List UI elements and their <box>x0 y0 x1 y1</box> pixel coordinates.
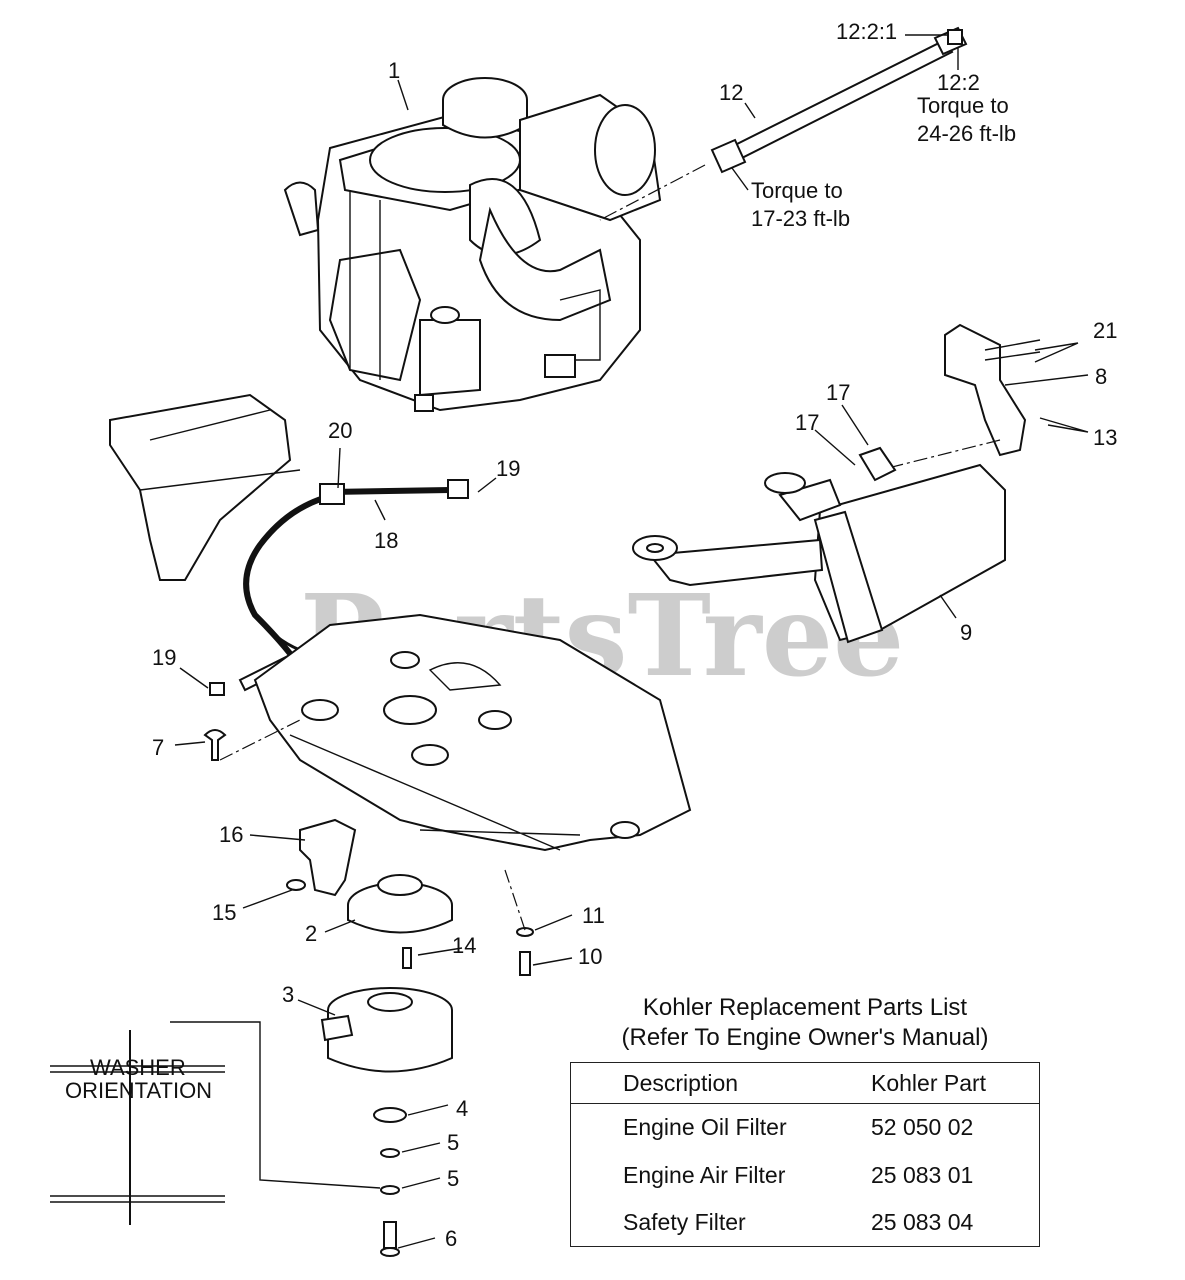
callout-1: 1 <box>388 58 400 83</box>
bracket-16-drawing <box>286 818 357 897</box>
callout-12-2: 12:2 <box>937 70 980 95</box>
engine-mount-plate-drawing <box>253 613 692 852</box>
callout-21: 21 <box>1093 318 1117 343</box>
torque-note-top-line1: Torque to <box>917 93 1009 118</box>
muffler-bracket-drawing <box>879 323 1041 471</box>
callout-5-upper: 5 <box>447 1130 459 1155</box>
hardware-drawing <box>373 869 534 1257</box>
table-row: Safety Filter 25 083 04 <box>571 1199 1040 1247</box>
callout-7: 7 <box>152 735 164 760</box>
callout-17-lower: 17 <box>795 410 819 435</box>
washer-orientation-line1: WASHER <box>90 1055 186 1080</box>
callout-labels: 1 12 12:2:1 12:2 Torque to 24-26 ft-lb T… <box>65 19 1117 1251</box>
drive-shaft-drawing <box>599 26 968 221</box>
callout-19-lower: 19 <box>152 645 176 670</box>
row-part-number: 25 083 01 <box>871 1161 974 1188</box>
torque-note-top-line2: 24-26 ft-lb <box>917 121 1016 146</box>
torque-note-mid-line1: Torque to <box>751 178 843 203</box>
callout-12-2-1: 12:2:1 <box>836 19 897 44</box>
muffler-drawing <box>632 446 1006 644</box>
kohler-list-subtitle: (Refer To Engine Owner's Manual) <box>621 1024 989 1051</box>
callout-8: 8 <box>1095 364 1107 389</box>
row-part-number: 25 083 04 <box>871 1208 974 1235</box>
callout-19-upper: 19 <box>496 456 520 481</box>
engine-drawing <box>283 77 662 412</box>
callout-11: 11 <box>582 903 605 928</box>
torque-note-mid-line2: 17-23 ft-lb <box>751 206 850 231</box>
callout-12: 12 <box>719 80 743 105</box>
callout-5-lower: 5 <box>447 1166 459 1191</box>
row-description: Safety Filter <box>623 1208 746 1235</box>
kohler-parts-table: Description Kohler Part Engine Oil Filte… <box>570 1062 1040 1247</box>
leader-lines <box>174 34 1089 1249</box>
callout-16: 16 <box>219 822 243 847</box>
column-header-description: Description <box>570 1062 871 1105</box>
callout-4: 4 <box>456 1096 468 1121</box>
washer-orientation-line2: ORIENTATION <box>65 1078 212 1103</box>
callout-13: 13 <box>1093 425 1117 450</box>
callout-18: 18 <box>374 528 398 553</box>
callout-3: 3 <box>282 982 294 1007</box>
bolt-7-drawing <box>203 719 301 761</box>
table-header-row: Description Kohler Part <box>570 1062 1040 1105</box>
row-part-number: 52 050 02 <box>871 1114 974 1141</box>
callout-6: 6 <box>445 1226 457 1251</box>
callout-9: 9 <box>960 620 972 645</box>
column-header-kohler-part: Kohler Part <box>871 1062 1040 1105</box>
callout-17-upper: 17 <box>826 380 850 405</box>
washer-orientation-drawing <box>50 1021 381 1225</box>
callout-14: 14 <box>452 933 476 958</box>
callout-20: 20 <box>328 418 352 443</box>
callout-15: 15 <box>212 900 236 925</box>
clutch-drawing <box>320 987 453 1073</box>
pulley-drawing <box>347 874 453 969</box>
row-description: Engine Air Filter <box>623 1161 786 1188</box>
callout-10: 10 <box>578 944 602 969</box>
table-row: Engine Air Filter 25 083 01 <box>571 1151 1040 1198</box>
shield-bracket-drawing <box>109 393 301 581</box>
table-row: Engine Oil Filter 52 050 02 <box>571 1104 1040 1152</box>
callout-2: 2 <box>305 921 317 946</box>
kohler-list-title: Kohler Replacement Parts List <box>642 994 968 1021</box>
row-description: Engine Oil Filter <box>623 1114 787 1141</box>
